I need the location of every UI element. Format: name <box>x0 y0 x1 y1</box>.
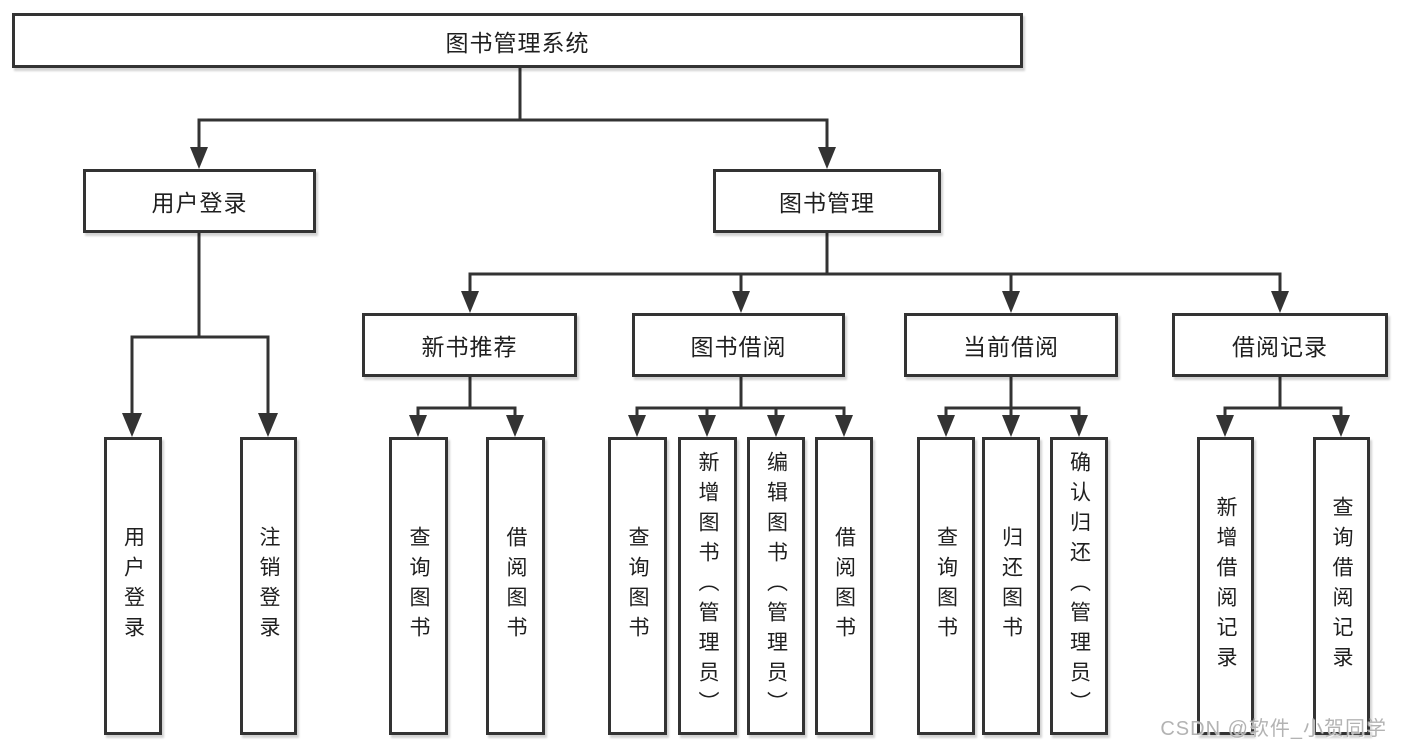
leaf-query-borrow-record-label: 查询借阅记录 <box>1330 496 1353 676</box>
leaf-add-borrow-record: 新增借阅记录 <box>1197 437 1254 735</box>
node-user-login-label: 用户登录 <box>151 190 248 216</box>
node-borrow-records-label: 借阅记录 <box>1232 334 1328 360</box>
leaf-borrow-query-book: 查询图书 <box>608 437 667 735</box>
node-book-management-label: 图书管理 <box>779 190 875 216</box>
node-new-book-recommend-label: 新书推荐 <box>421 334 518 360</box>
leaf-borrow-book-label: 借阅图书 <box>832 526 856 646</box>
node-book-borrow-label: 图书借阅 <box>690 334 787 360</box>
leaf-newrec-borrow-book: 借阅图书 <box>486 437 545 735</box>
leaf-borrow-query-book-label: 查询图书 <box>626 526 649 646</box>
leaf-confirm-return-admin-label: 确认归还（管理员） <box>1067 451 1091 721</box>
leaf-borrow-book: 借阅图书 <box>815 437 873 735</box>
leaf-user-login: 用户登录 <box>104 437 162 735</box>
node-current-borrow: 当前借阅 <box>904 313 1118 377</box>
node-root-label: 图书管理系统 <box>445 29 590 56</box>
leaf-add-book-admin: 新增图书（管理员） <box>678 437 737 735</box>
leaf-logout: 注销登录 <box>240 437 297 735</box>
leaf-confirm-return-admin: 确认归还（管理员） <box>1050 437 1108 735</box>
leaf-newrec-query-book: 查询图书 <box>389 437 448 735</box>
leaf-add-borrow-record-label: 新增借阅记录 <box>1214 496 1237 676</box>
watermark: CSDN @软件_小贺同学 <box>1160 718 1387 740</box>
leaf-user-login-label: 用户登录 <box>121 526 145 646</box>
leaf-edit-book-admin-label: 编辑图书（管理员） <box>764 451 788 721</box>
node-user-login: 用户登录 <box>83 169 316 233</box>
leaf-add-book-admin-label: 新增图书（管理员） <box>696 451 719 721</box>
leaf-return-book: 归还图书 <box>982 437 1040 735</box>
node-book-borrow: 图书借阅 <box>632 313 845 377</box>
node-new-book-recommend: 新书推荐 <box>362 313 577 377</box>
node-borrow-records: 借阅记录 <box>1172 313 1388 377</box>
leaf-return-book-label: 归还图书 <box>999 526 1023 646</box>
leaf-current-query-book-label: 查询图书 <box>934 526 958 646</box>
leaf-current-query-book: 查询图书 <box>917 437 975 735</box>
leaf-edit-book-admin: 编辑图书（管理员） <box>747 437 805 735</box>
node-root: 图书管理系统 <box>12 13 1023 68</box>
leaf-newrec-borrow-book-label: 借阅图书 <box>504 526 527 646</box>
leaf-logout-label: 注销登录 <box>257 526 280 646</box>
leaf-query-borrow-record: 查询借阅记录 <box>1313 437 1370 735</box>
node-book-management: 图书管理 <box>713 169 941 233</box>
leaf-newrec-query-book-label: 查询图书 <box>407 526 430 646</box>
node-current-borrow-label: 当前借阅 <box>963 334 1059 360</box>
